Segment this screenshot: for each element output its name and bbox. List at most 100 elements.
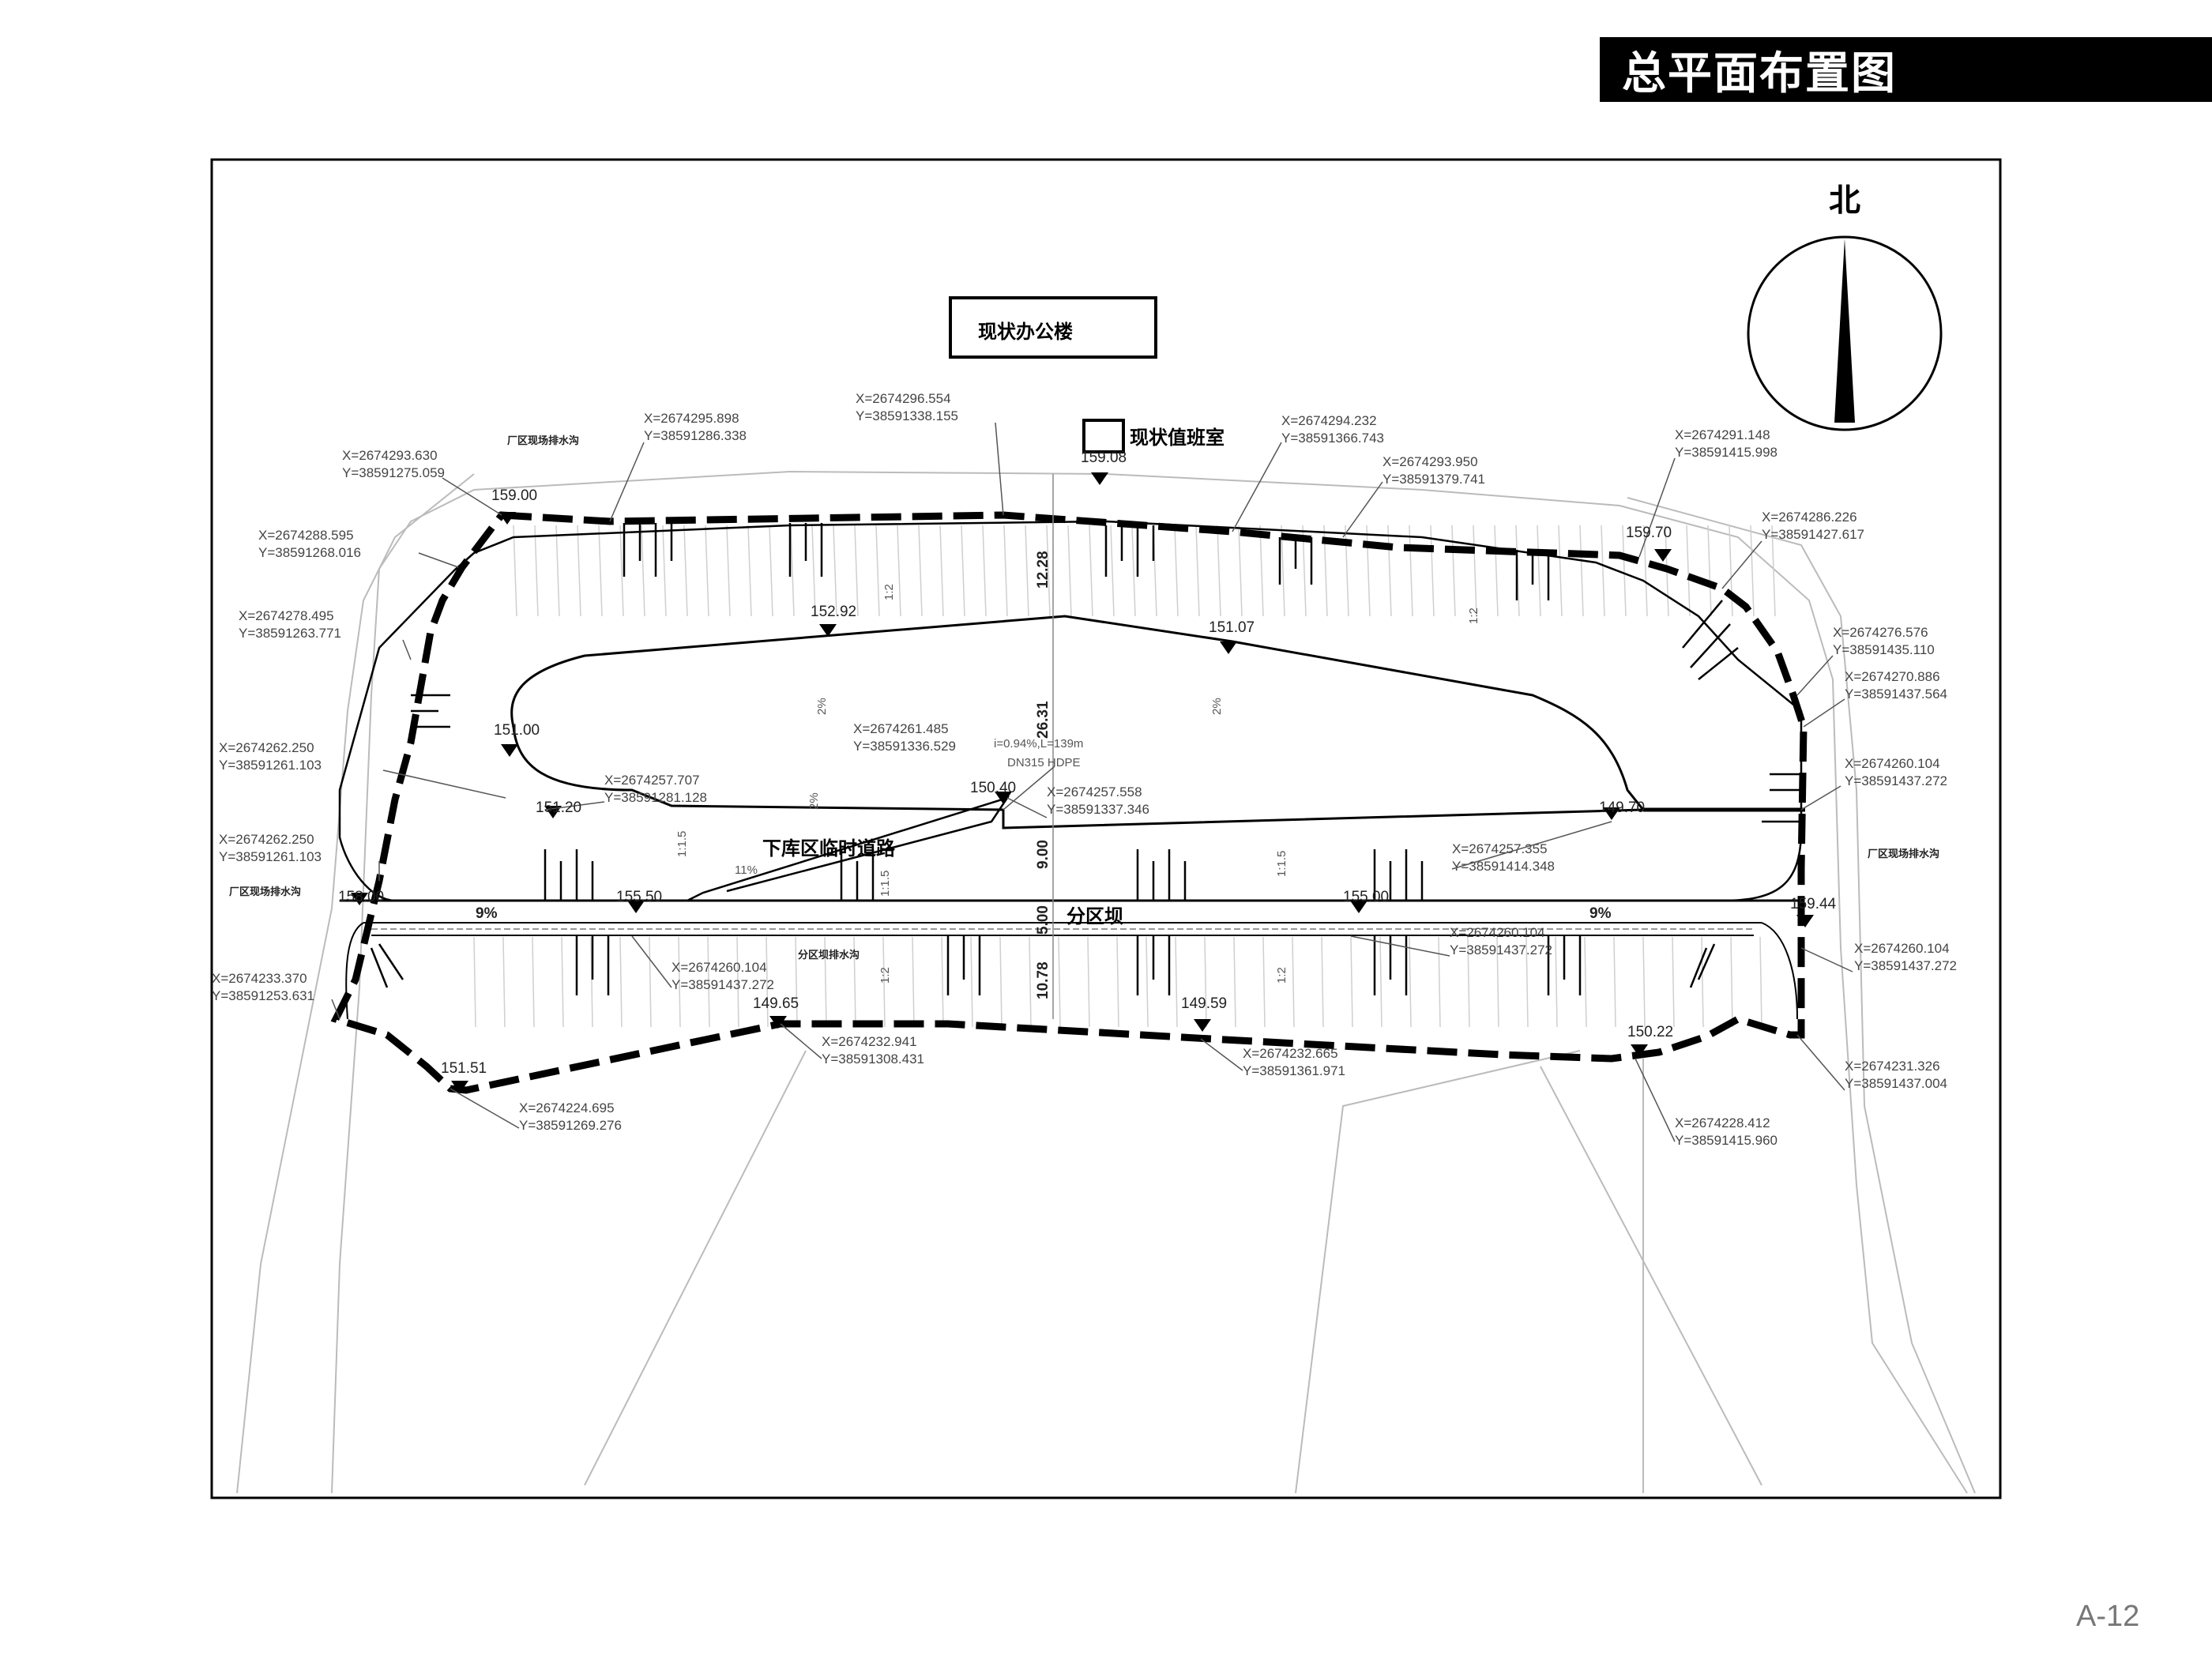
hatch-lower-38 [1584,936,1587,1028]
leader-line-22 [780,1023,822,1059]
hatch-line-12 [769,525,773,617]
hatch-lower-1 [502,936,506,1028]
coordinate-x-1: X=2674295.898 [644,411,739,426]
elevation-marker-2 [1654,549,1672,562]
elevation-marker-3 [819,624,837,637]
coordinate-x-22: X=2674232.941 [822,1034,917,1049]
coordinate-y-10: Y=38591437.564 [1845,687,1947,702]
leader-lines [331,422,1853,1142]
coordinate-x-17: X=2674257.355 [1452,841,1548,856]
coordinate-x-11: X=2674261.485 [853,721,949,736]
hatch-lower-19 [1029,936,1032,1028]
elevation-marker-11 [1350,901,1367,913]
hatch-line-1 [534,525,539,617]
elevation-label-10: 155.50 [616,889,662,905]
coordinate-x-9: X=2674276.576 [1833,625,1928,640]
office-building [949,296,1157,359]
coordinate-x-2: X=2674296.554 [856,391,951,406]
hatch-lower-36 [1525,936,1529,1028]
coordinate-y-5: Y=38591415.998 [1675,445,1778,460]
hatch-lower-41 [1672,936,1675,1028]
coordinate-y-2: Y=38591338.155 [856,408,958,423]
hatch-line-20 [939,525,944,617]
hatch-line-27 [1089,525,1093,617]
coordinate-y-17: Y=38591414.348 [1452,859,1555,874]
coordinate-x-5: X=2674291.148 [1675,427,1770,442]
coordinate-y-21: Y=38591437.272 [672,977,774,992]
hatch-line-19 [918,525,923,617]
slope-ratio-7: 1:2 [1275,967,1288,984]
hatch-line-23 [1003,525,1008,617]
leader-line-2 [995,422,1004,516]
coordinate-y-26: Y=38591415.960 [1675,1133,1778,1148]
coordinate-y-11: Y=38591336.529 [853,739,956,754]
coordinate-y-22: Y=38591308.431 [822,1051,924,1066]
coordinate-x-15: X=2674257.558 [1047,784,1142,799]
hatch-line-45 [1473,525,1477,617]
elevation-marker-7 [995,792,1012,804]
left-drain-mid-label: 厂区现场排水沟 [229,886,301,898]
hatch-line-3 [577,525,581,617]
hatch-line-25 [1046,525,1051,617]
coordinate-y-7: Y=38591268.016 [258,545,361,560]
elevation-marker-12 [1796,915,1814,927]
elevation-label-8: 149.70 [1599,799,1645,816]
hatch-lower-39 [1613,936,1616,1028]
leader-line-12 [382,769,506,799]
hatch-line-14 [811,525,816,617]
hatch-line-36 [1281,525,1285,617]
partition-dam-label: 分区坝 [1066,905,1123,927]
leader-line-7 [418,552,459,568]
slope-ratio-2: 1:2 [1467,608,1480,624]
hatch-lower-20 [1058,936,1061,1028]
coordinate-x-25: X=2674224.695 [519,1100,615,1115]
leader-line-19 [1800,947,1853,972]
hatch-line-55 [1686,525,1691,617]
hatch-line-32 [1195,525,1200,617]
pipe-label: DN315 HDPE [1007,756,1081,769]
hatch-line-9 [705,525,709,617]
leader-line-4 [1342,481,1383,538]
coordinate-x-18: X=2674260.104 [1450,925,1545,940]
hatch-lower-8 [707,936,710,1028]
grade-4: 11% [735,863,758,877]
hatch-lower-9 [736,936,739,1028]
drawing-frame [210,158,2002,1499]
leader-line-17 [1451,821,1612,870]
elevation-marker-0 [498,512,516,525]
dim-12-28: 12.28 [1035,551,1051,589]
elevation-marker-14 [1194,1019,1211,1032]
hatch-lower-16 [941,936,944,1028]
leader-line-9 [1796,655,1834,696]
hatch-lower-14 [882,936,886,1028]
hatch-line-29 [1131,525,1136,617]
coordinate-y-16: Y=38591261.103 [219,849,322,864]
hatch-lower-26 [1233,936,1236,1028]
terrain-lines [236,470,1976,1494]
coordinate-y-25: Y=38591269.276 [519,1118,622,1133]
dam-drain-label: 分区坝排水沟 [798,949,860,961]
elevation-label-1: 159.08 [1081,450,1127,466]
hatch-lower-42 [1701,936,1704,1028]
hatch-lower-33 [1438,936,1441,1028]
hatch-line-16 [854,525,859,617]
coordinate-y-18: Y=38591437.272 [1450,942,1552,957]
elevation-marker-16 [451,1081,468,1093]
elevation-markers [351,472,1814,1093]
dim-9-00: 9.00 [1035,840,1051,869]
coordinate-x-3: X=2674294.232 [1281,413,1377,428]
hatch-lower-17 [970,936,973,1028]
hatch-lower-37 [1555,936,1558,1028]
elevation-marker-8 [1603,807,1620,820]
hatch-line-53 [1643,525,1648,617]
leader-line-24 [1796,1034,1845,1091]
hatch-line-42 [1409,525,1413,617]
elevation-marker-10 [627,901,645,913]
hatch-lower-43 [1730,936,1733,1028]
coordinate-x-16: X=2674262.250 [219,832,314,847]
elevation-label-13: 149.65 [753,995,799,1012]
coordinate-y-1: Y=38591286.338 [644,428,747,443]
hatch-line-10 [726,525,731,617]
hatch-lower-13 [853,936,856,1028]
office-building-label: 现状办公楼 [978,321,1073,343]
